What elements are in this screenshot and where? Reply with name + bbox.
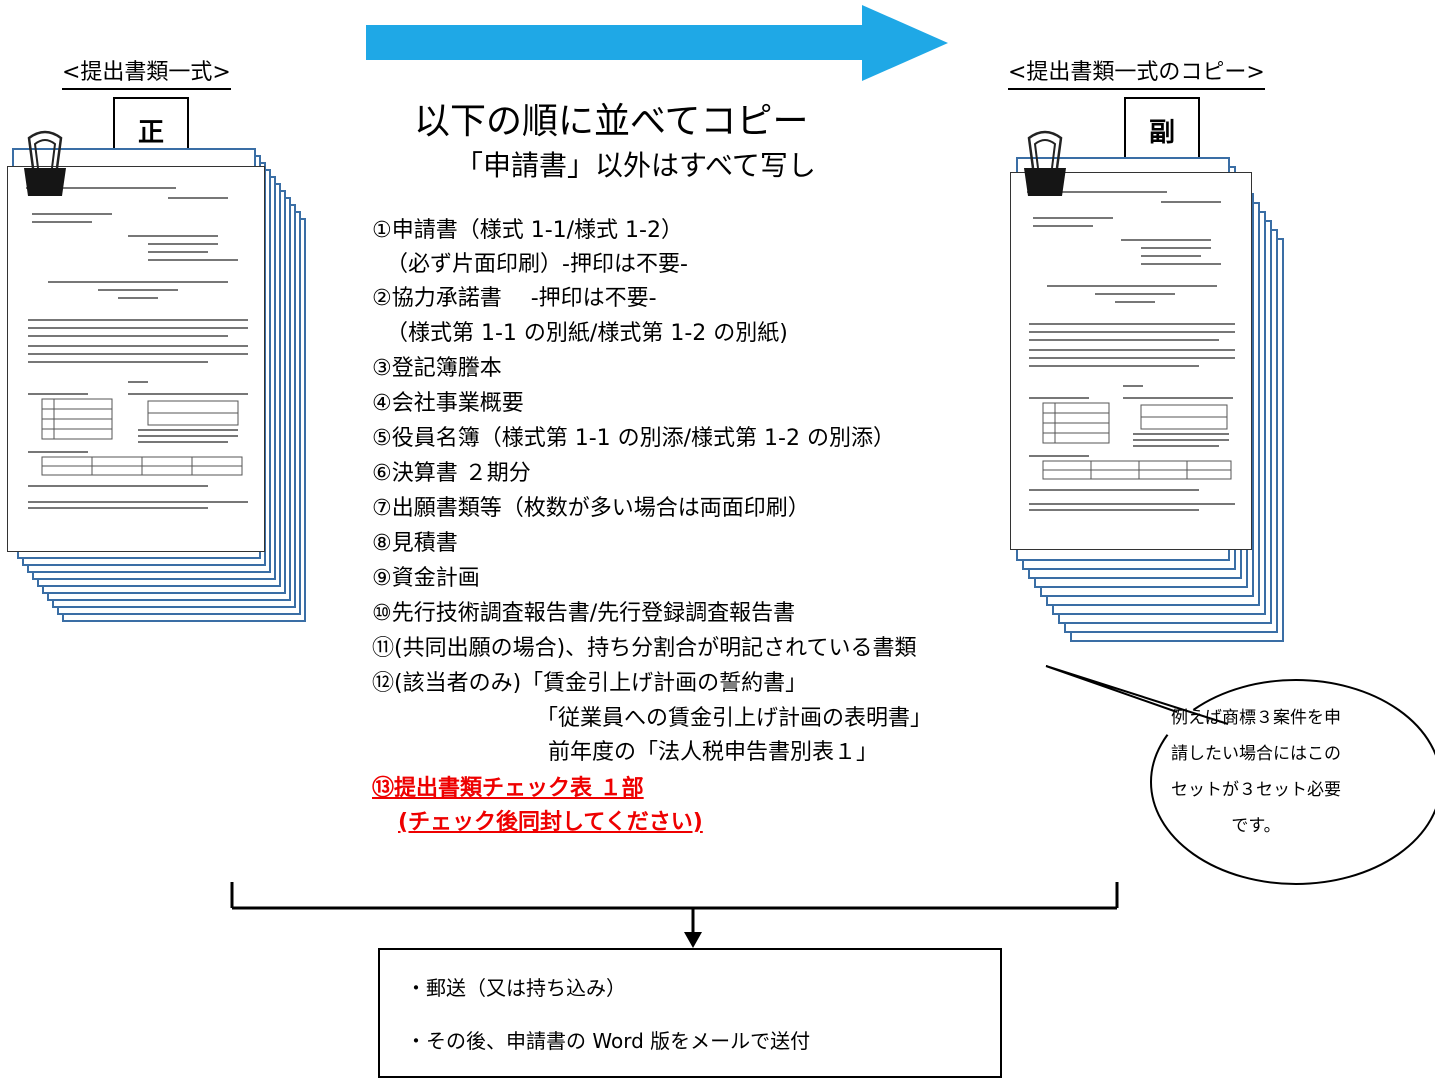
list-item-6: ⑥決算書 ２期分: [372, 461, 531, 486]
list-item-9: ⑨資金計画: [372, 566, 480, 591]
document-page-thumbnail: [7, 166, 265, 552]
original-document-stack: [0, 128, 340, 648]
list-item-13-note: (チェック後同封してください): [398, 810, 703, 835]
binder-clip-icon: [24, 130, 66, 196]
copy-page-thumbnail: [1010, 172, 1252, 550]
list-item-3: ③登記簿謄本: [372, 356, 502, 381]
flow-arrow: [366, 5, 948, 81]
list-item-7: ⑦出願書類等（枚数が多い場合は両面印刷）: [372, 496, 810, 521]
list-item-4: ④会社事業概要: [372, 391, 524, 416]
list-item-12-sub-1: 「従業員への賃金引上げ計画の表明書」: [536, 706, 933, 731]
binder-clip-icon: [1024, 130, 1066, 196]
list-item-13: ⑬提出書類チェック表 １部: [372, 776, 644, 801]
list-item-12: ⑫(該当者のみ)「賃金引上げ計画の誓約書」: [372, 671, 808, 696]
copy-set-caption: <提出書類一式のコピー>: [1008, 54, 1265, 90]
bubble-line-4: です。: [1231, 816, 1281, 836]
bubble-line-3: セットが３セット必要: [1171, 780, 1341, 800]
merge-bracket: [230, 882, 1119, 948]
instruction-subtitle: 「申請書」以外はすべて写し: [455, 149, 816, 182]
original-set-caption: <提出書類一式>: [62, 54, 231, 90]
list-item-2-note: （様式第 1-1 の別紙/様式第 1-2 の別紙): [386, 321, 788, 346]
list-item-5: ⑤役員名簿（様式第 1-1 の別添/様式第 1-2 の別添）: [372, 426, 895, 451]
instruction-title: 以下の順に並べてコピー: [414, 101, 809, 142]
final-step-1: ・郵送（又は持ち込み）: [406, 976, 626, 1000]
list-item-1: ①申請書（様式 1-1/様式 1-2）: [372, 218, 683, 243]
speech-bubble: [1045, 665, 1435, 885]
list-item-10: ⑩先行技術調査報告書/先行登録調査報告書: [372, 601, 796, 626]
list-item-8: ⑧見積書: [372, 531, 458, 556]
original-tag-label: 正: [137, 117, 164, 148]
list-item-12-sub-2: 前年度の「法人税申告書別表１」: [548, 740, 879, 765]
speech-bubble-text: 例えば商標３案件を申 請したい場合にはこの セットが３セット必要 です。: [1136, 700, 1376, 844]
bubble-line-1: 例えば商標３案件を申: [1171, 708, 1341, 728]
list-item-1-note: （必ず片面印刷）-押印は不要-: [386, 252, 688, 277]
final-steps-box: [378, 948, 1002, 1078]
list-item-11: ⑪(共同出願の場合)、持ち分割合が明記されている書類: [372, 636, 917, 661]
bubble-line-2: 請したい場合にはこの: [1171, 744, 1341, 764]
copy-document-stack: [996, 128, 1296, 648]
list-item-2: ②協力承諾書 -押印は不要-: [372, 286, 657, 311]
copy-tag-label: 副: [1148, 117, 1175, 148]
final-step-2: ・その後、申請書の Word 版をメールで送付: [406, 1029, 811, 1053]
